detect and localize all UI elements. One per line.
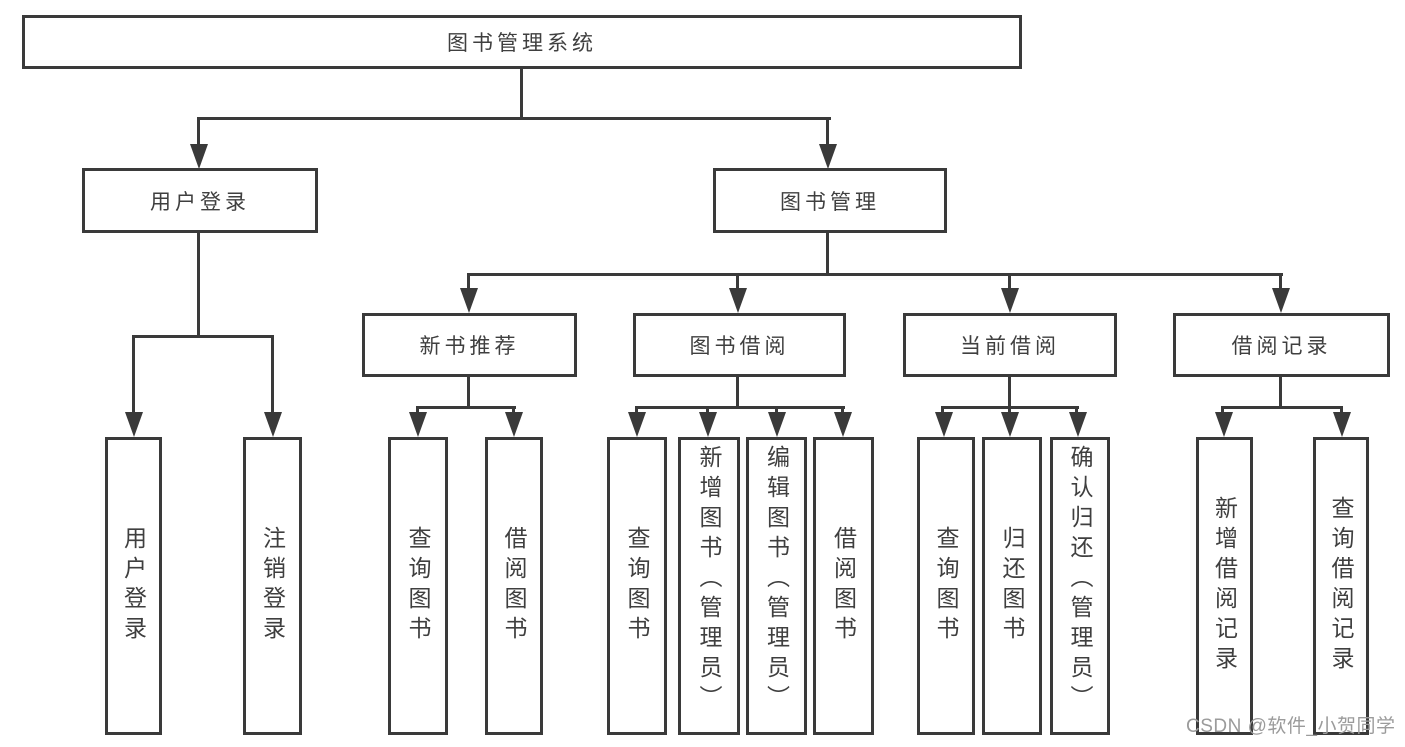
connector-line xyxy=(520,68,523,117)
arrow-down-icon xyxy=(1215,412,1233,437)
node-user-login: 用户登录 xyxy=(82,168,318,233)
connector-line xyxy=(841,406,844,415)
connector-line xyxy=(271,335,274,415)
arrow-down-icon xyxy=(125,412,143,437)
arrow-down-icon xyxy=(460,288,478,313)
connector-line xyxy=(467,273,470,291)
connector-line xyxy=(736,377,739,408)
leaf-add-books-admin: 新增图书（管理员） xyxy=(678,437,740,735)
leaf-borrow-books-recommend: 借阅图书 xyxy=(485,437,543,735)
connector-line xyxy=(1279,377,1282,408)
arrow-down-icon xyxy=(628,412,646,437)
connector-line xyxy=(197,233,200,337)
watermark-text: CSDN @软件_小贺同学 xyxy=(1186,716,1396,737)
connector-line xyxy=(941,406,944,415)
arrow-down-icon xyxy=(1001,288,1019,313)
node-new-book-recommendation: 新书推荐 xyxy=(362,313,577,377)
connector-line xyxy=(197,117,200,145)
arrow-down-icon xyxy=(264,412,282,437)
connector-line xyxy=(416,406,516,409)
connector-line xyxy=(1008,406,1011,415)
leaf-query-books-borrow: 查询图书 xyxy=(607,437,667,735)
leaf-user-login: 用户登录 xyxy=(105,437,162,735)
connector-line xyxy=(1075,406,1078,415)
connector-line xyxy=(706,406,709,415)
connector-line xyxy=(467,273,1283,276)
node-book-management: 图书管理 xyxy=(713,168,947,233)
leaf-return-books: 归还图书 xyxy=(982,437,1042,735)
arrow-down-icon xyxy=(699,412,717,437)
leaf-edit-books-admin: 编辑图书（管理员） xyxy=(746,437,807,735)
arrow-down-icon xyxy=(834,412,852,437)
connector-line xyxy=(1221,406,1343,409)
connector-line xyxy=(1221,406,1224,415)
arrow-down-icon xyxy=(1333,412,1351,437)
connector-line xyxy=(132,335,135,415)
arrow-down-icon xyxy=(1272,288,1290,313)
arrow-down-icon xyxy=(505,412,523,437)
connector-line xyxy=(736,273,739,291)
leaf-add-borrow-record: 新增借阅记录 xyxy=(1196,437,1253,735)
leaf-query-books-current: 查询图书 xyxy=(917,437,975,735)
leaf-logout: 注销登录 xyxy=(243,437,302,735)
connector-line xyxy=(1340,406,1343,415)
leaf-query-books-recommend: 查询图书 xyxy=(388,437,448,735)
connector-line xyxy=(635,406,845,409)
connector-line xyxy=(1008,377,1011,408)
arrow-down-icon xyxy=(1001,412,1019,437)
node-borrowing-records: 借阅记录 xyxy=(1173,313,1390,377)
node-current-borrowing: 当前借阅 xyxy=(903,313,1117,377)
node-library-management-system: 图书管理系统 xyxy=(22,15,1022,69)
arrow-down-icon xyxy=(1069,412,1087,437)
node-book-borrowing: 图书借阅 xyxy=(633,313,846,377)
connector-line xyxy=(1008,273,1011,291)
arrow-down-icon xyxy=(729,288,747,313)
arrow-down-icon xyxy=(409,412,427,437)
leaf-query-borrow-record: 查询借阅记录 xyxy=(1313,437,1369,735)
arrow-down-icon xyxy=(819,144,837,169)
connector-line xyxy=(416,406,419,415)
connector-line xyxy=(826,233,829,275)
arrow-down-icon xyxy=(768,412,786,437)
connector-line xyxy=(635,406,638,415)
connector-line xyxy=(1279,273,1282,291)
connector-line xyxy=(826,117,829,145)
leaf-confirm-return-admin: 确认归还（管理员） xyxy=(1050,437,1110,735)
connector-line xyxy=(132,335,274,338)
connector-line xyxy=(775,406,778,415)
arrow-down-icon xyxy=(190,144,208,169)
arrow-down-icon xyxy=(935,412,953,437)
connector-line xyxy=(197,117,831,120)
connector-line xyxy=(467,377,470,408)
leaf-borrow-books-borrow: 借阅图书 xyxy=(813,437,874,735)
connector-line xyxy=(512,406,515,415)
